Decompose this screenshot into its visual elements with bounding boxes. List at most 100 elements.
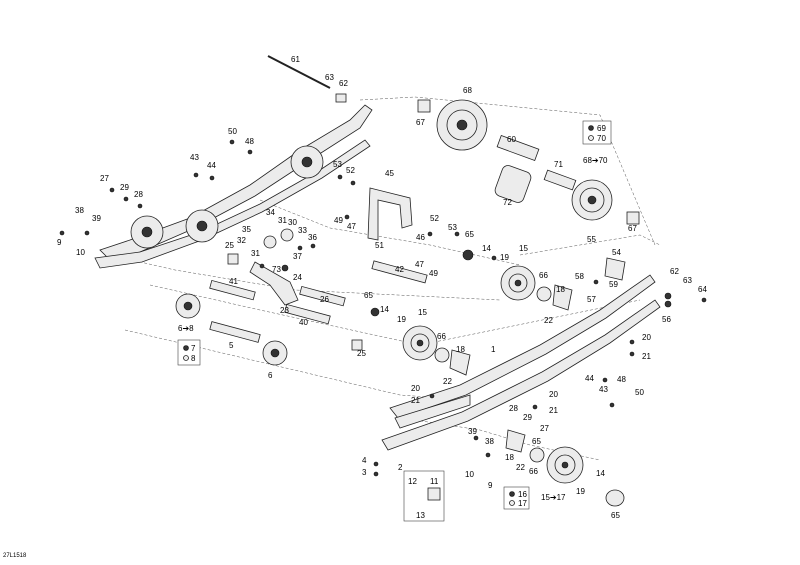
ref-box-7-8 xyxy=(177,339,201,366)
callout-36: 36 xyxy=(308,233,317,242)
callout-47-lower: 47 xyxy=(415,260,424,269)
diagram-code: 27L1518 xyxy=(3,553,27,559)
callout-15-mid: 15 xyxy=(418,308,427,317)
callout-38-lower: 38 xyxy=(485,437,494,446)
upper-right-wheels xyxy=(417,99,640,225)
callout-25-lower: 25 xyxy=(357,349,366,358)
spacer-25 xyxy=(227,253,239,265)
callout-17: 17 xyxy=(518,499,527,508)
bracket-18-mid xyxy=(449,349,471,376)
callout-71: 71 xyxy=(554,160,563,169)
callout-66-lower: 66 xyxy=(529,467,538,476)
callout-69: 69 xyxy=(597,124,606,133)
callout-46: 46 xyxy=(416,233,425,242)
reference-boxes xyxy=(177,120,612,522)
callout-59: 59 xyxy=(609,280,618,289)
callout-18-lower: 18 xyxy=(505,453,514,462)
callout-3: 3 xyxy=(362,468,367,477)
callout-11: 11 xyxy=(430,477,439,486)
shaft-42 xyxy=(371,260,428,284)
callout-4: 4 xyxy=(362,456,367,465)
callout-51: 51 xyxy=(375,241,384,250)
callout-53-lower: 53 xyxy=(448,223,457,232)
callout-43-left: 43 xyxy=(190,153,199,162)
callout-20-right: 20 xyxy=(642,333,651,342)
callout-58: 58 xyxy=(575,272,584,281)
callout-25-upper: 25 xyxy=(225,241,234,250)
callout-49-lower: 49 xyxy=(429,269,438,278)
bracket-18-lower xyxy=(505,429,526,453)
callout-52-upper: 52 xyxy=(346,166,355,175)
callout-27-left: 27 xyxy=(100,174,109,183)
callout-28-left: 28 xyxy=(134,190,143,199)
callout-28-right: 28 xyxy=(509,404,518,413)
callout-43-right: 43 xyxy=(599,385,608,394)
bracket-54 xyxy=(604,257,626,281)
callout-22-lower: 22 xyxy=(516,463,525,472)
callout-5: 5 xyxy=(229,341,234,350)
callout-48-left: 48 xyxy=(245,137,254,146)
callout-47-upper: 47 xyxy=(347,222,356,231)
callout-9-left: 9 xyxy=(57,238,62,247)
callout-54: 54 xyxy=(612,248,621,257)
callout-31-lower: 31 xyxy=(251,249,260,258)
callout-56: 56 xyxy=(662,315,671,324)
callout-29-right: 29 xyxy=(523,413,532,422)
callout-64: 64 xyxy=(698,285,707,294)
callout-23: 23 xyxy=(280,306,289,315)
callout-6: 6 xyxy=(268,371,273,380)
bracket-45 xyxy=(367,187,413,241)
callout-14-lower: 14 xyxy=(596,469,605,478)
callout-37: 37 xyxy=(293,252,302,261)
callout-52-lower: 52 xyxy=(430,214,439,223)
center-hardware xyxy=(175,187,428,366)
callout-66-upper: 66 xyxy=(539,271,548,280)
callout-7: 7 xyxy=(191,344,196,353)
callout-22-mid: 22 xyxy=(443,377,452,386)
callout-72: 72 xyxy=(503,198,512,207)
callout-24: 24 xyxy=(293,273,302,282)
callout-18-mid: 18 xyxy=(456,345,465,354)
cap-65 xyxy=(605,489,625,507)
callout-67-left: 67 xyxy=(416,118,425,127)
lower-slide-rail-2 xyxy=(381,299,661,451)
callout-65-upper: 65 xyxy=(465,230,474,239)
spacer-25b xyxy=(351,339,363,351)
callout-13: 13 xyxy=(416,511,425,520)
callout-65-small: 65 xyxy=(532,437,541,446)
callout-49-upper: 49 xyxy=(334,216,343,225)
callout-22-upper: 22 xyxy=(544,316,553,325)
cap-67-left xyxy=(417,99,431,113)
callout-29-left: 29 xyxy=(120,183,129,192)
callout-38-left: 38 xyxy=(75,206,84,215)
callout-15-to-17: 15➔17 xyxy=(541,493,566,502)
callout-35: 35 xyxy=(242,225,251,234)
callout-65-mid: 65 xyxy=(364,291,373,300)
lower-frame-rail-1 xyxy=(389,274,656,419)
callout-50-right: 50 xyxy=(635,388,644,397)
callout-63-upper: 63 xyxy=(325,73,334,82)
assembly-guide-lines xyxy=(109,96,661,461)
callout-50-left: 50 xyxy=(228,127,237,136)
callout-65-lower: 65 xyxy=(611,511,620,520)
shaft-5 xyxy=(209,321,261,343)
callout-8: 8 xyxy=(191,354,196,363)
callout-53-upper: 53 xyxy=(333,160,342,169)
callout-1: 1 xyxy=(491,345,496,354)
callout-19-mid: 19 xyxy=(397,315,406,324)
callout-63-right: 63 xyxy=(683,276,692,285)
callout-2: 2 xyxy=(398,463,403,472)
bracket-11 xyxy=(427,487,441,501)
shaft-40 xyxy=(284,303,331,325)
callout-39-left: 39 xyxy=(92,214,101,223)
callout-42: 42 xyxy=(395,265,404,274)
callout-67-right: 67 xyxy=(628,224,637,233)
upper-rail-assembly xyxy=(94,55,373,269)
callout-30: 30 xyxy=(288,218,297,227)
axle-60 xyxy=(496,135,540,161)
callout-62-upper: 62 xyxy=(339,79,348,88)
side-wheels xyxy=(370,249,626,507)
callout-66-mid: 66 xyxy=(437,332,446,341)
callout-39-lower: 39 xyxy=(468,427,477,436)
axle-71 xyxy=(543,169,577,191)
